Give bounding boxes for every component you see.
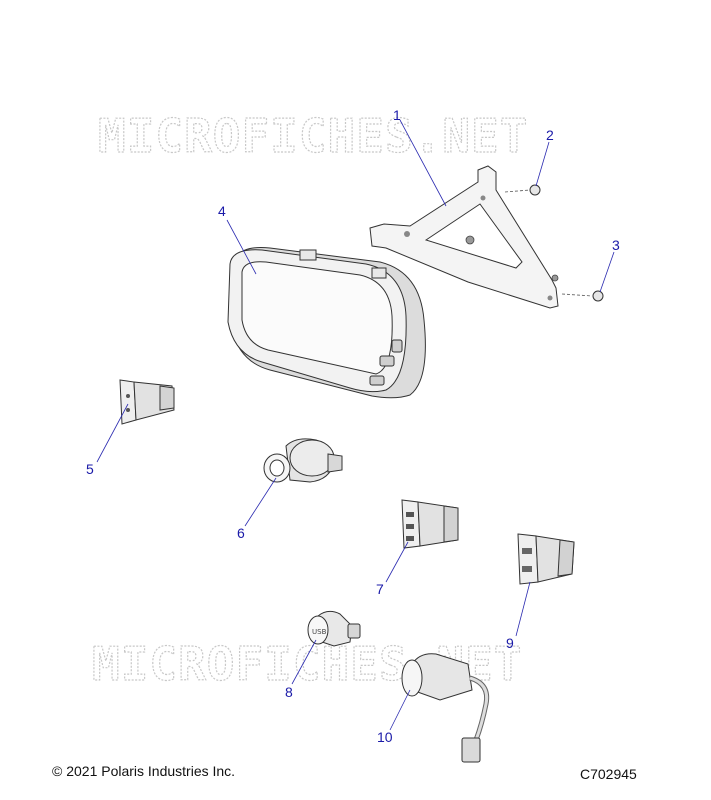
part-10-usb-harness	[401, 653, 490, 763]
callout-9: 9	[506, 635, 514, 651]
part-8-power-outlet: USB	[307, 610, 361, 647]
svg-text:USB: USB	[312, 628, 327, 636]
callout-8: 8	[285, 684, 293, 700]
watermark-top: MICROFICHES.NET	[98, 109, 528, 163]
part-6-ignition-switch	[263, 438, 343, 483]
part-1-mounting-bracket	[369, 165, 559, 309]
callout-7: 7	[376, 581, 384, 597]
part-7-switch	[401, 499, 459, 549]
callout-5: 5	[86, 461, 94, 477]
copyright-notice: © 2021 Polaris Industries Inc.	[52, 763, 236, 779]
part-9-switch	[517, 533, 575, 585]
part-5-switch	[119, 379, 175, 425]
figure-code: C702945	[580, 766, 637, 782]
callout-6: 6	[237, 525, 245, 541]
part-2-screw	[504, 184, 541, 196]
part-3-screw	[561, 290, 604, 302]
callout-2: 2	[546, 127, 554, 143]
callout-3: 3	[612, 237, 620, 253]
callout-1: 1	[393, 107, 401, 123]
part-4-instrument-cluster	[227, 247, 426, 399]
callout-10: 10	[377, 729, 393, 745]
callout-4: 4	[218, 203, 226, 219]
